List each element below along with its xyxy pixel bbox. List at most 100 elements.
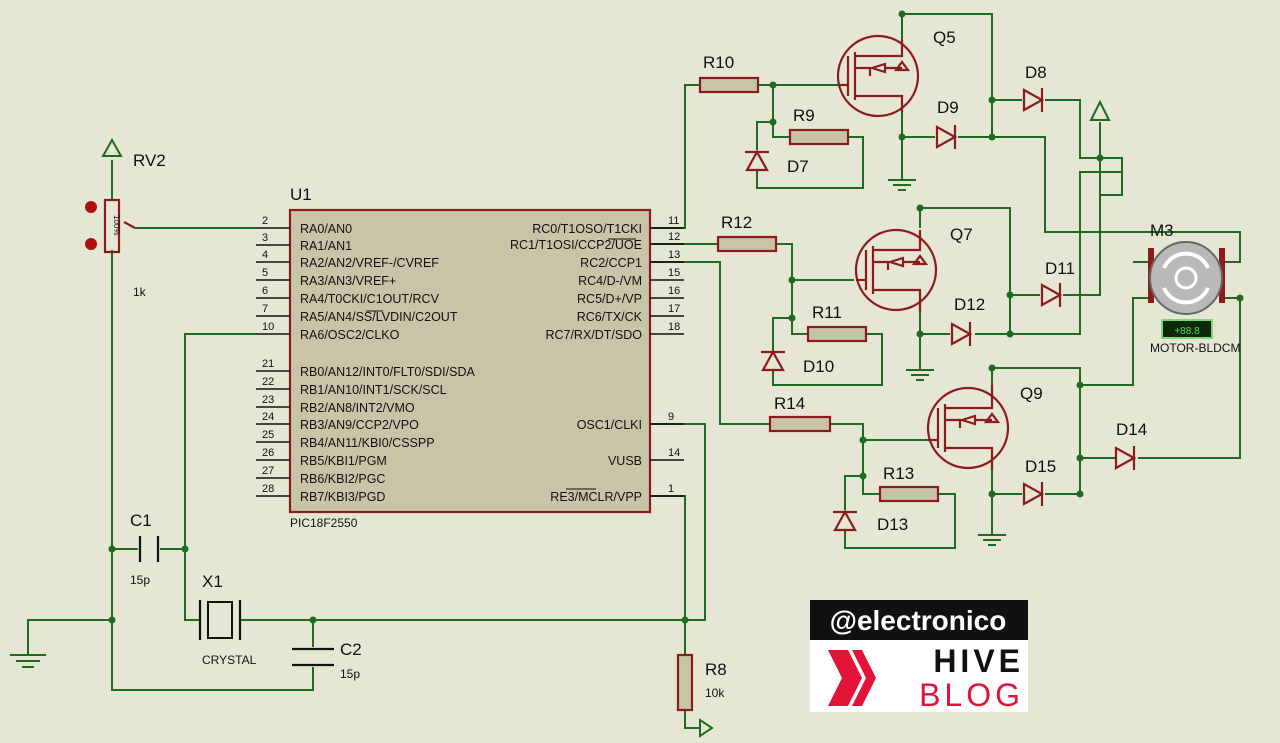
mcu-ref-label: U1 (290, 185, 312, 204)
mcu-pin-24-number: 24 (262, 411, 274, 423)
mcu-pin-16-name: RC5/D+/VP (577, 292, 642, 306)
resistor-r10[interactable] (698, 76, 760, 94)
mcu-pin-27-name: RB6/KBI2/PGC (300, 472, 385, 486)
crystal-x1[interactable] (198, 600, 242, 640)
q9-ref: Q9 (1020, 384, 1043, 403)
mcu-pin-24-name: RB3/AN9/CCP2/VPO (300, 418, 419, 432)
resistor-r9[interactable] (788, 128, 850, 146)
mcu-pin-28-name: RB7/KBI3/PGD (300, 490, 385, 504)
d12-ref: D12 (954, 295, 985, 314)
mcu-part-label: PIC18F2550 (290, 516, 358, 530)
rv2-ref: RV2 (133, 151, 166, 170)
mcu-u1[interactable]: 2RA0/AN03RA1/AN14RA2/AN2/VREF-/CVREF5RA3… (256, 208, 684, 514)
capacitor-c2[interactable] (292, 647, 334, 667)
mcu-body[interactable] (288, 208, 652, 514)
mcu-pin-3-name: RA1/AN1 (300, 239, 352, 253)
diode-d9[interactable] (935, 125, 958, 149)
r12-ref: R12 (721, 213, 752, 232)
c1-ref: C1 (130, 511, 152, 530)
logo-blog: BLOG (919, 677, 1024, 713)
mcu-pin-15-number: 15 (668, 267, 680, 279)
power-arrow-icon (101, 137, 123, 157)
mcu-pin-25-name: RB4/AN11/KBI0/CSSPP (300, 436, 435, 450)
c2-ref: C2 (340, 640, 362, 659)
mcu-pin-2-number: 2 (262, 215, 268, 227)
m3-value: MOTOR-BLDCM (1150, 341, 1240, 355)
rv2-increase-icon[interactable] (85, 201, 97, 213)
mcu-pin-23-name: RB2/AN8/INT2/VMO (300, 401, 415, 415)
mcu-pin-14-number: 14 (668, 447, 680, 459)
junction-dots (108, 10, 1244, 624)
r14-ref: R14 (774, 394, 805, 413)
mosfet-q9[interactable] (926, 385, 1010, 470)
ground-icon (906, 369, 934, 381)
motor-speed-readout: +88.8 (1174, 326, 1200, 337)
mcu-pin-13-number: 13 (668, 249, 680, 261)
diode-d13[interactable] (833, 509, 857, 532)
d8-ref: D8 (1025, 63, 1047, 82)
resistor-r13[interactable] (878, 485, 940, 503)
logo-hive: HIVE (933, 643, 1024, 679)
diode-d14[interactable] (1114, 446, 1137, 470)
diode-d8[interactable] (1022, 88, 1045, 112)
capacitor-c1[interactable] (138, 536, 160, 562)
diode-d15[interactable] (1022, 482, 1045, 506)
resistor-r11[interactable] (806, 325, 868, 343)
mcu-pin-9-number: 9 (668, 411, 674, 423)
q5-ref: Q5 (933, 28, 956, 47)
mcu-pin-28-number: 28 (262, 483, 274, 495)
mcu-pin-4-number: 4 (262, 249, 268, 261)
mcu-pin-13-name: RC2/CCP1 (580, 256, 642, 270)
mcu-pin-10-number: 10 (262, 321, 274, 333)
mcu-pin-10-name: RA6/OSC2/CLKO (300, 328, 400, 342)
mcu-pin-18-name: RC7/RX/DT/SDO (545, 328, 642, 342)
mcu-pin-2-name: RA0/AN0 (300, 222, 352, 236)
resistor-r12[interactable] (716, 235, 778, 253)
rv2-decrease-icon[interactable] (85, 238, 97, 250)
mcu-pin-1-name: RE3/MCLR/VPP (550, 490, 642, 504)
mcu-pin-27-number: 27 (262, 465, 274, 477)
rv2-body[interactable] (103, 198, 121, 254)
hive-icon (828, 650, 862, 706)
mcu-pin-22-name: RB1/AN10/INT1/SCK/SCL (300, 383, 447, 397)
r10-ref: R10 (703, 53, 734, 72)
mcu-pin-6-name: RA4/T0CKI/C1OUT/RCV (300, 292, 440, 306)
mcu-pin-5-name: RA3/AN3/VREF+ (300, 274, 396, 288)
mcu-pin-5-number: 5 (262, 267, 268, 279)
r9-ref: R9 (793, 106, 815, 125)
c2-value: 15p (340, 667, 360, 681)
q7-ref: Q7 (950, 225, 973, 244)
mcu-pin-15-name: RC4/D-/VM (578, 274, 642, 288)
d9-ref: D9 (937, 98, 959, 117)
rv2-value: 1k (133, 285, 147, 299)
mcu-pin-12-number: 12 (668, 231, 680, 243)
resistor-r14[interactable] (768, 415, 832, 433)
motor-m3[interactable] (1148, 241, 1225, 339)
d14-ref: D14 (1116, 420, 1147, 439)
mcu-pin-16-number: 16 (668, 285, 680, 297)
resistor-r8[interactable] (676, 653, 714, 738)
mcu-pin-7-name: RA5/AN4/SS/LVDIN/C2OUT (300, 310, 458, 324)
diode-d11[interactable] (1040, 283, 1063, 307)
mosfet-q5[interactable] (836, 34, 920, 118)
mcu-pin-6-number: 6 (262, 285, 268, 297)
ground-icon (10, 654, 46, 668)
mcu-pin-22-number: 22 (262, 376, 274, 388)
diode-d12[interactable] (950, 322, 973, 346)
mcu-right-pins: 11RC0/T1OSO/T1CKI12RC1/T1OSI/CCP2/UOE13R… (510, 215, 684, 504)
diode-d10[interactable] (761, 349, 785, 372)
mcu-pin-26-name: RB5/KBI1/PGM (300, 454, 387, 468)
d15-ref: D15 (1025, 457, 1056, 476)
c1-value: 15p (130, 573, 150, 587)
r13-ref: R13 (883, 464, 914, 483)
diode-d7[interactable] (745, 149, 769, 172)
m3-ref: M3 (1150, 221, 1174, 240)
mcu-pin-9-name: OSC1/CLKI (577, 418, 642, 432)
ground-icon (978, 534, 1006, 546)
r11-ref: R11 (812, 303, 842, 322)
potentiometer-rv2[interactable] (85, 137, 136, 254)
mosfet-q7[interactable] (854, 228, 938, 312)
r8-ref: R8 (705, 660, 727, 679)
